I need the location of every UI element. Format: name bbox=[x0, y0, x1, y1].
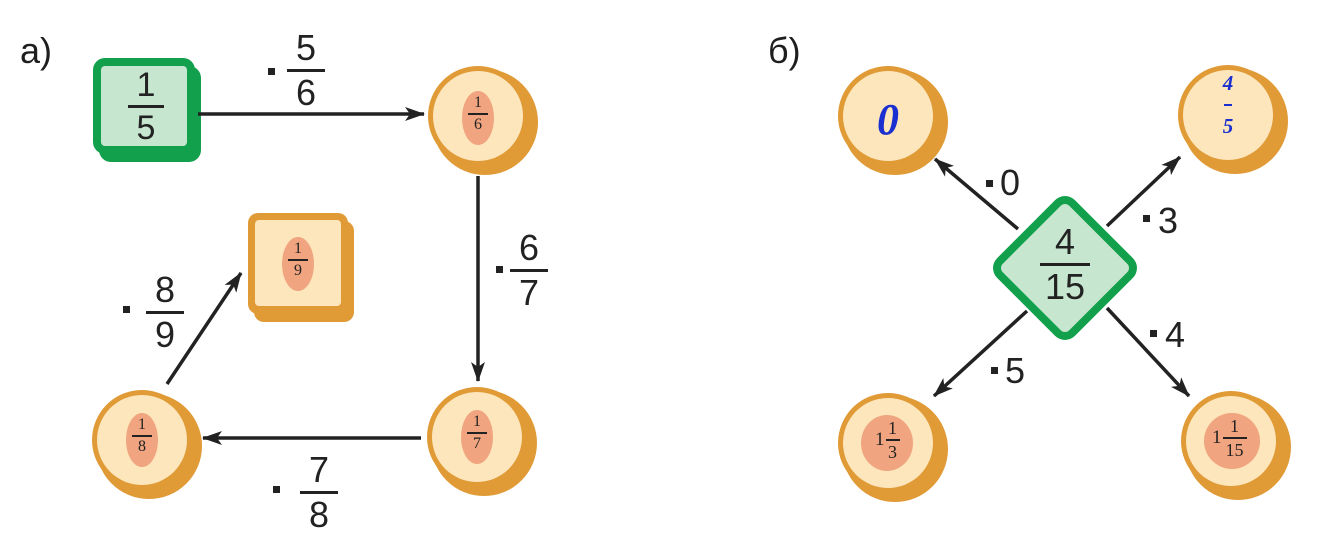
arrow-b-bottom-right bbox=[1105, 306, 1191, 398]
result-denominator: 7 bbox=[473, 434, 481, 452]
fraction-bar bbox=[146, 311, 184, 314]
center-denominator: 15 bbox=[1044, 266, 1086, 307]
op-fraction-7-8: 7 8 bbox=[300, 452, 338, 533]
result-circle-1-1-15 bbox=[1181, 391, 1291, 500]
label-part-b: б) bbox=[768, 30, 801, 71]
multiply-dot bbox=[496, 266, 503, 273]
op-fraction-5-6: 5 6 bbox=[287, 30, 325, 111]
op-denominator: 7 bbox=[518, 272, 540, 313]
center-diamond bbox=[993, 196, 1137, 340]
op-fraction-8-9: 8 9 bbox=[146, 272, 184, 353]
fraction-bar bbox=[300, 491, 338, 494]
op-times-3: 3 bbox=[1158, 200, 1179, 241]
result-fraction: 1 3 bbox=[885, 418, 900, 462]
center-numerator: 4 bbox=[1054, 221, 1076, 262]
fraction-bar bbox=[1224, 104, 1232, 106]
result-numerator: 1 bbox=[474, 94, 482, 111]
result-denominator: 3 bbox=[888, 441, 897, 462]
result-circle-4-5 bbox=[1178, 65, 1288, 174]
result-fraction-4-5: 4 5 bbox=[1218, 73, 1238, 137]
result-fraction-1-8: 1 8 bbox=[132, 417, 152, 455]
op-denominator: 6 bbox=[295, 72, 317, 113]
result-circle-0 bbox=[838, 66, 948, 175]
multiply-dot bbox=[991, 367, 998, 374]
fraction-bar bbox=[288, 259, 308, 261]
result-numerator: 1 bbox=[138, 416, 146, 433]
arrow-b-top-left bbox=[933, 157, 1020, 231]
result-circle-1-8 bbox=[92, 390, 202, 499]
fraction-bar bbox=[885, 439, 900, 441]
result-numerator: 1 bbox=[888, 418, 897, 438]
result-mixed-1-1-15: 1 1 15 bbox=[1212, 417, 1247, 459]
fraction-bar bbox=[468, 113, 488, 115]
result-denominator: 15 bbox=[1225, 439, 1244, 460]
op-times-5: 5 bbox=[1005, 350, 1026, 391]
multiply-dot bbox=[268, 68, 275, 75]
start-numerator: 1 bbox=[136, 66, 156, 104]
start-fraction: 1 5 bbox=[128, 68, 164, 145]
result-box-1-9 bbox=[248, 213, 354, 322]
op-numerator: 5 bbox=[295, 27, 317, 68]
result-denominator: 8 bbox=[138, 437, 146, 455]
arrow-b-bottom-left bbox=[932, 309, 1029, 398]
op-denominator: 8 bbox=[308, 494, 330, 535]
result-circle-1-7 bbox=[427, 387, 537, 496]
result-circle-1-6 bbox=[428, 66, 538, 175]
result-zero: 0 bbox=[877, 95, 899, 144]
result-whole: 1 bbox=[1212, 426, 1222, 448]
result-circle-1-1-3 bbox=[838, 393, 948, 502]
fraction-bar bbox=[1040, 263, 1090, 266]
fraction-bar bbox=[287, 69, 325, 72]
result-numerator: 1 bbox=[1230, 416, 1239, 436]
op-numerator: 6 bbox=[518, 227, 540, 268]
result-numerator: 4 bbox=[1222, 71, 1234, 95]
result-numerator: 1 bbox=[294, 240, 302, 257]
multiply-dot bbox=[1143, 215, 1150, 222]
arrow-b-top-right bbox=[1105, 155, 1182, 228]
multiply-dot bbox=[1150, 330, 1157, 337]
result-fraction: 1 15 bbox=[1222, 416, 1247, 460]
result-denominator: 5 bbox=[1222, 114, 1234, 138]
result-fraction-1-7: 1 7 bbox=[467, 414, 487, 452]
result-fraction-1-9: 1 9 bbox=[288, 241, 308, 279]
fraction-bar bbox=[467, 432, 487, 434]
op-numerator: 8 bbox=[154, 269, 176, 310]
result-mixed-1-1-3: 1 1 3 bbox=[875, 419, 900, 461]
arrow-a4 bbox=[165, 272, 243, 385]
center-fraction: 4 15 bbox=[1040, 224, 1090, 305]
fraction-bar bbox=[132, 435, 152, 437]
op-denominator: 9 bbox=[154, 314, 176, 355]
start-denominator: 5 bbox=[136, 109, 156, 147]
result-fraction-1-6: 1 6 bbox=[468, 95, 488, 133]
fraction-bar bbox=[128, 105, 164, 108]
op-times-4: 4 bbox=[1165, 314, 1186, 355]
multiply-dot bbox=[986, 180, 993, 187]
result-denominator: 6 bbox=[474, 115, 482, 133]
label-part-a: а) bbox=[20, 30, 53, 71]
op-times-0: 0 bbox=[1000, 162, 1021, 203]
result-whole: 1 bbox=[875, 428, 885, 450]
result-denominator: 9 bbox=[294, 261, 302, 279]
fraction-bar bbox=[510, 269, 548, 272]
multiply-dot bbox=[123, 306, 130, 313]
op-numerator: 7 bbox=[308, 449, 330, 490]
op-fraction-6-7: 6 7 bbox=[510, 230, 548, 311]
multiply-dot bbox=[273, 486, 280, 493]
fraction-bar bbox=[1222, 437, 1247, 439]
result-numerator: 1 bbox=[473, 413, 481, 430]
